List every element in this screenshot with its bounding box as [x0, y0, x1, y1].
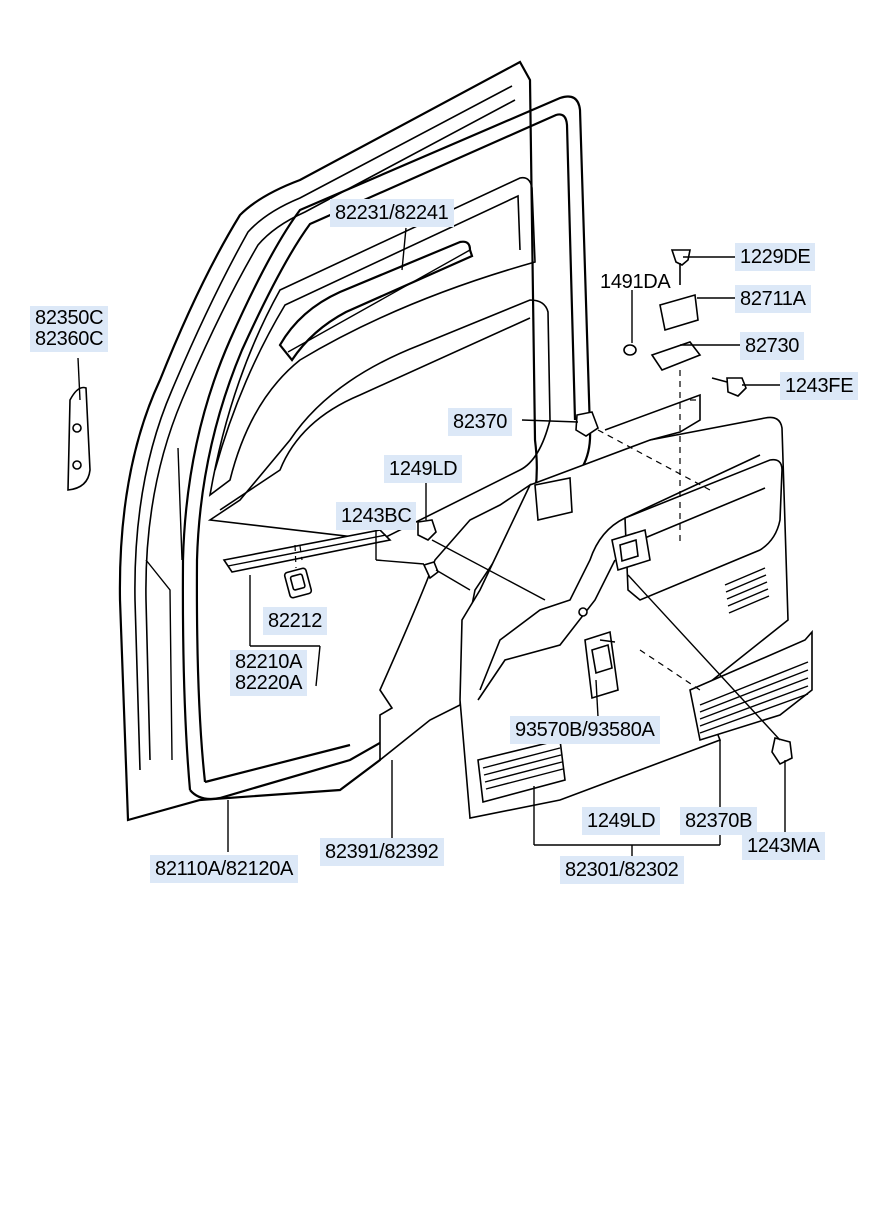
label-82350c: 82350C — [35, 307, 104, 329]
door-trim-panel — [459, 393, 789, 819]
label-1491da: 1491DA — [600, 271, 671, 293]
label-82711a: 82711A — [735, 285, 811, 313]
lower-trim-82370b — [689, 629, 813, 742]
label-82231: 82231/82241 — [330, 199, 454, 227]
label-1243fe: 1243FE — [780, 372, 859, 400]
label-1249ld-top: 1249LD — [384, 455, 463, 483]
label-93570b: 93570B/93580A — [510, 716, 660, 744]
label-82350c-82360c: 82350C 82360C — [30, 306, 109, 352]
speaker-grille — [724, 567, 770, 614]
label-1243bc: 1243BC — [336, 502, 417, 530]
clip-82212 — [283, 544, 313, 599]
belt-moulding — [222, 529, 392, 573]
label-1249ld-bottom: 1249LD — [582, 807, 661, 835]
handle-assembly — [417, 249, 793, 766]
label-82210a-82220a: 82210A 82220A — [230, 650, 308, 696]
label-1229de: 1229DE — [735, 243, 816, 271]
label-82370b: 82370B — [680, 807, 758, 835]
label-82391: 82391/82392 — [320, 838, 444, 866]
label-82370: 82370 — [448, 408, 513, 436]
label-82110a: 82110A/82120A — [150, 855, 299, 883]
map-pocket — [477, 739, 566, 804]
window-weatherstrip — [278, 240, 474, 362]
label-82301: 82301/82302 — [560, 856, 684, 884]
window-frame — [207, 176, 551, 541]
label-82210a: 82210A — [235, 651, 303, 673]
door-weatherstrip — [181, 95, 592, 801]
label-82212: 82212 — [263, 607, 328, 635]
window-switch — [584, 630, 619, 700]
label-1243ma: 1243MA — [742, 832, 825, 860]
label-82730: 82730 — [740, 332, 805, 360]
label-82360c: 82360C — [35, 328, 104, 350]
label-82220a: 82220A — [235, 672, 303, 694]
bracket-82350c — [67, 386, 91, 491]
